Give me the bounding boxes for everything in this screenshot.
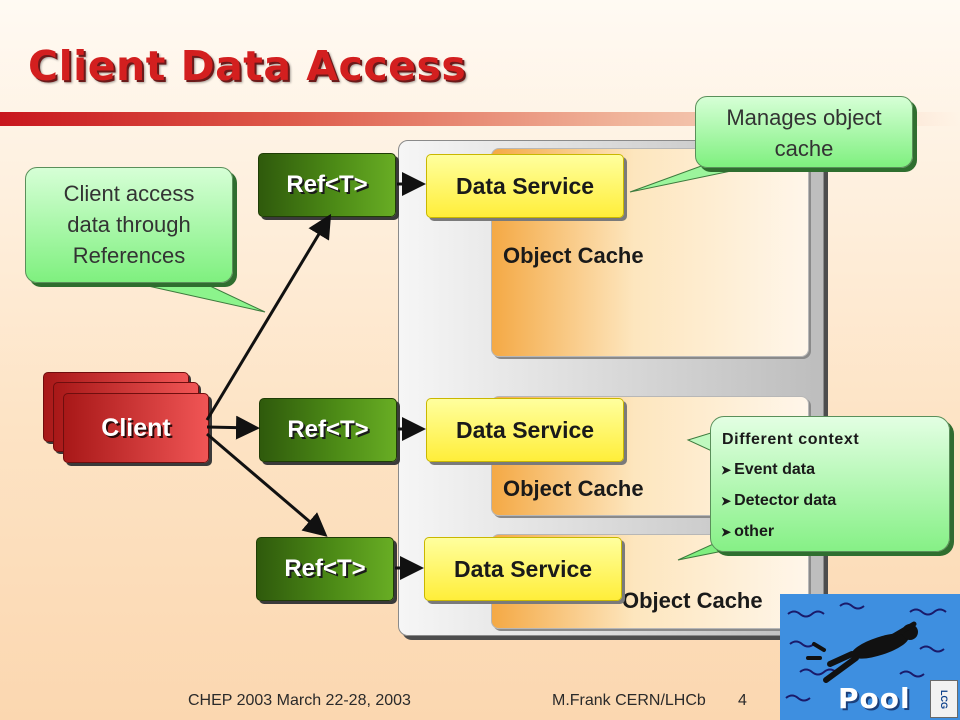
callout-text-line: Manages object: [726, 105, 882, 130]
context-list-item: ➤ other: [721, 523, 774, 541]
manages-cache-callout: Manages object cache: [695, 96, 913, 168]
arrow-client-to-ref-bottom: [206, 432, 328, 537]
arrow-bullet-icon: ➤: [721, 494, 732, 508]
context-item-label: other: [734, 523, 775, 540]
footer-page-number: 4: [738, 692, 747, 709]
callout-text-line: cache: [774, 136, 834, 161]
swimmer-icon: [785, 602, 947, 702]
lcg-badge: LCG: [930, 680, 958, 718]
arrow-bullet-icon: ➤: [721, 463, 732, 477]
manages-cache-callout-tail: [629, 164, 761, 193]
context-list-item: ➤ Detector data: [721, 492, 836, 510]
context-callout: Different context ➤ Event data ➤ Detecto…: [710, 416, 950, 552]
data-service-box: Data Service: [424, 537, 622, 601]
slide-title: Client Data Access: [28, 42, 467, 90]
arrow-client-to-ref-middle: [206, 415, 260, 440]
context-callout-title: Different context: [722, 431, 860, 448]
context-item-label: Event data: [734, 461, 815, 478]
data-service-box: Data Service: [426, 154, 624, 218]
reference-box: Ref<T>: [259, 398, 397, 462]
object-cache-label: Object Cache: [503, 476, 644, 501]
client-access-callout: Client access data through References: [25, 167, 233, 283]
object-cache-label: Object Cache: [622, 588, 763, 613]
context-item-label: Detector data: [734, 492, 837, 509]
pool-logo: Pool LCG: [780, 594, 960, 720]
footer-conference: CHEP 2003 March 22-28, 2003: [188, 692, 411, 709]
arrow-client-to-ref-top: [205, 213, 332, 421]
client-box: Client: [63, 393, 209, 463]
data-service-box: Data Service: [426, 398, 624, 462]
callout-text-line: Client access: [63, 181, 195, 206]
callout-text-line: data through: [67, 212, 191, 237]
client-access-callout-tail: [147, 285, 266, 313]
reference-box: Ref<T>: [256, 537, 394, 601]
object-cache-label: Object Cache: [503, 243, 644, 268]
pool-logo-text: Pool: [838, 682, 911, 715]
footer-author: M.Frank CERN/LHCb: [552, 692, 706, 709]
context-list-item: ➤ Event data: [721, 461, 815, 479]
arrow-bullet-icon: ➤: [721, 525, 732, 539]
reference-box: Ref<T>: [258, 153, 396, 217]
callout-text-line: References: [72, 243, 186, 268]
